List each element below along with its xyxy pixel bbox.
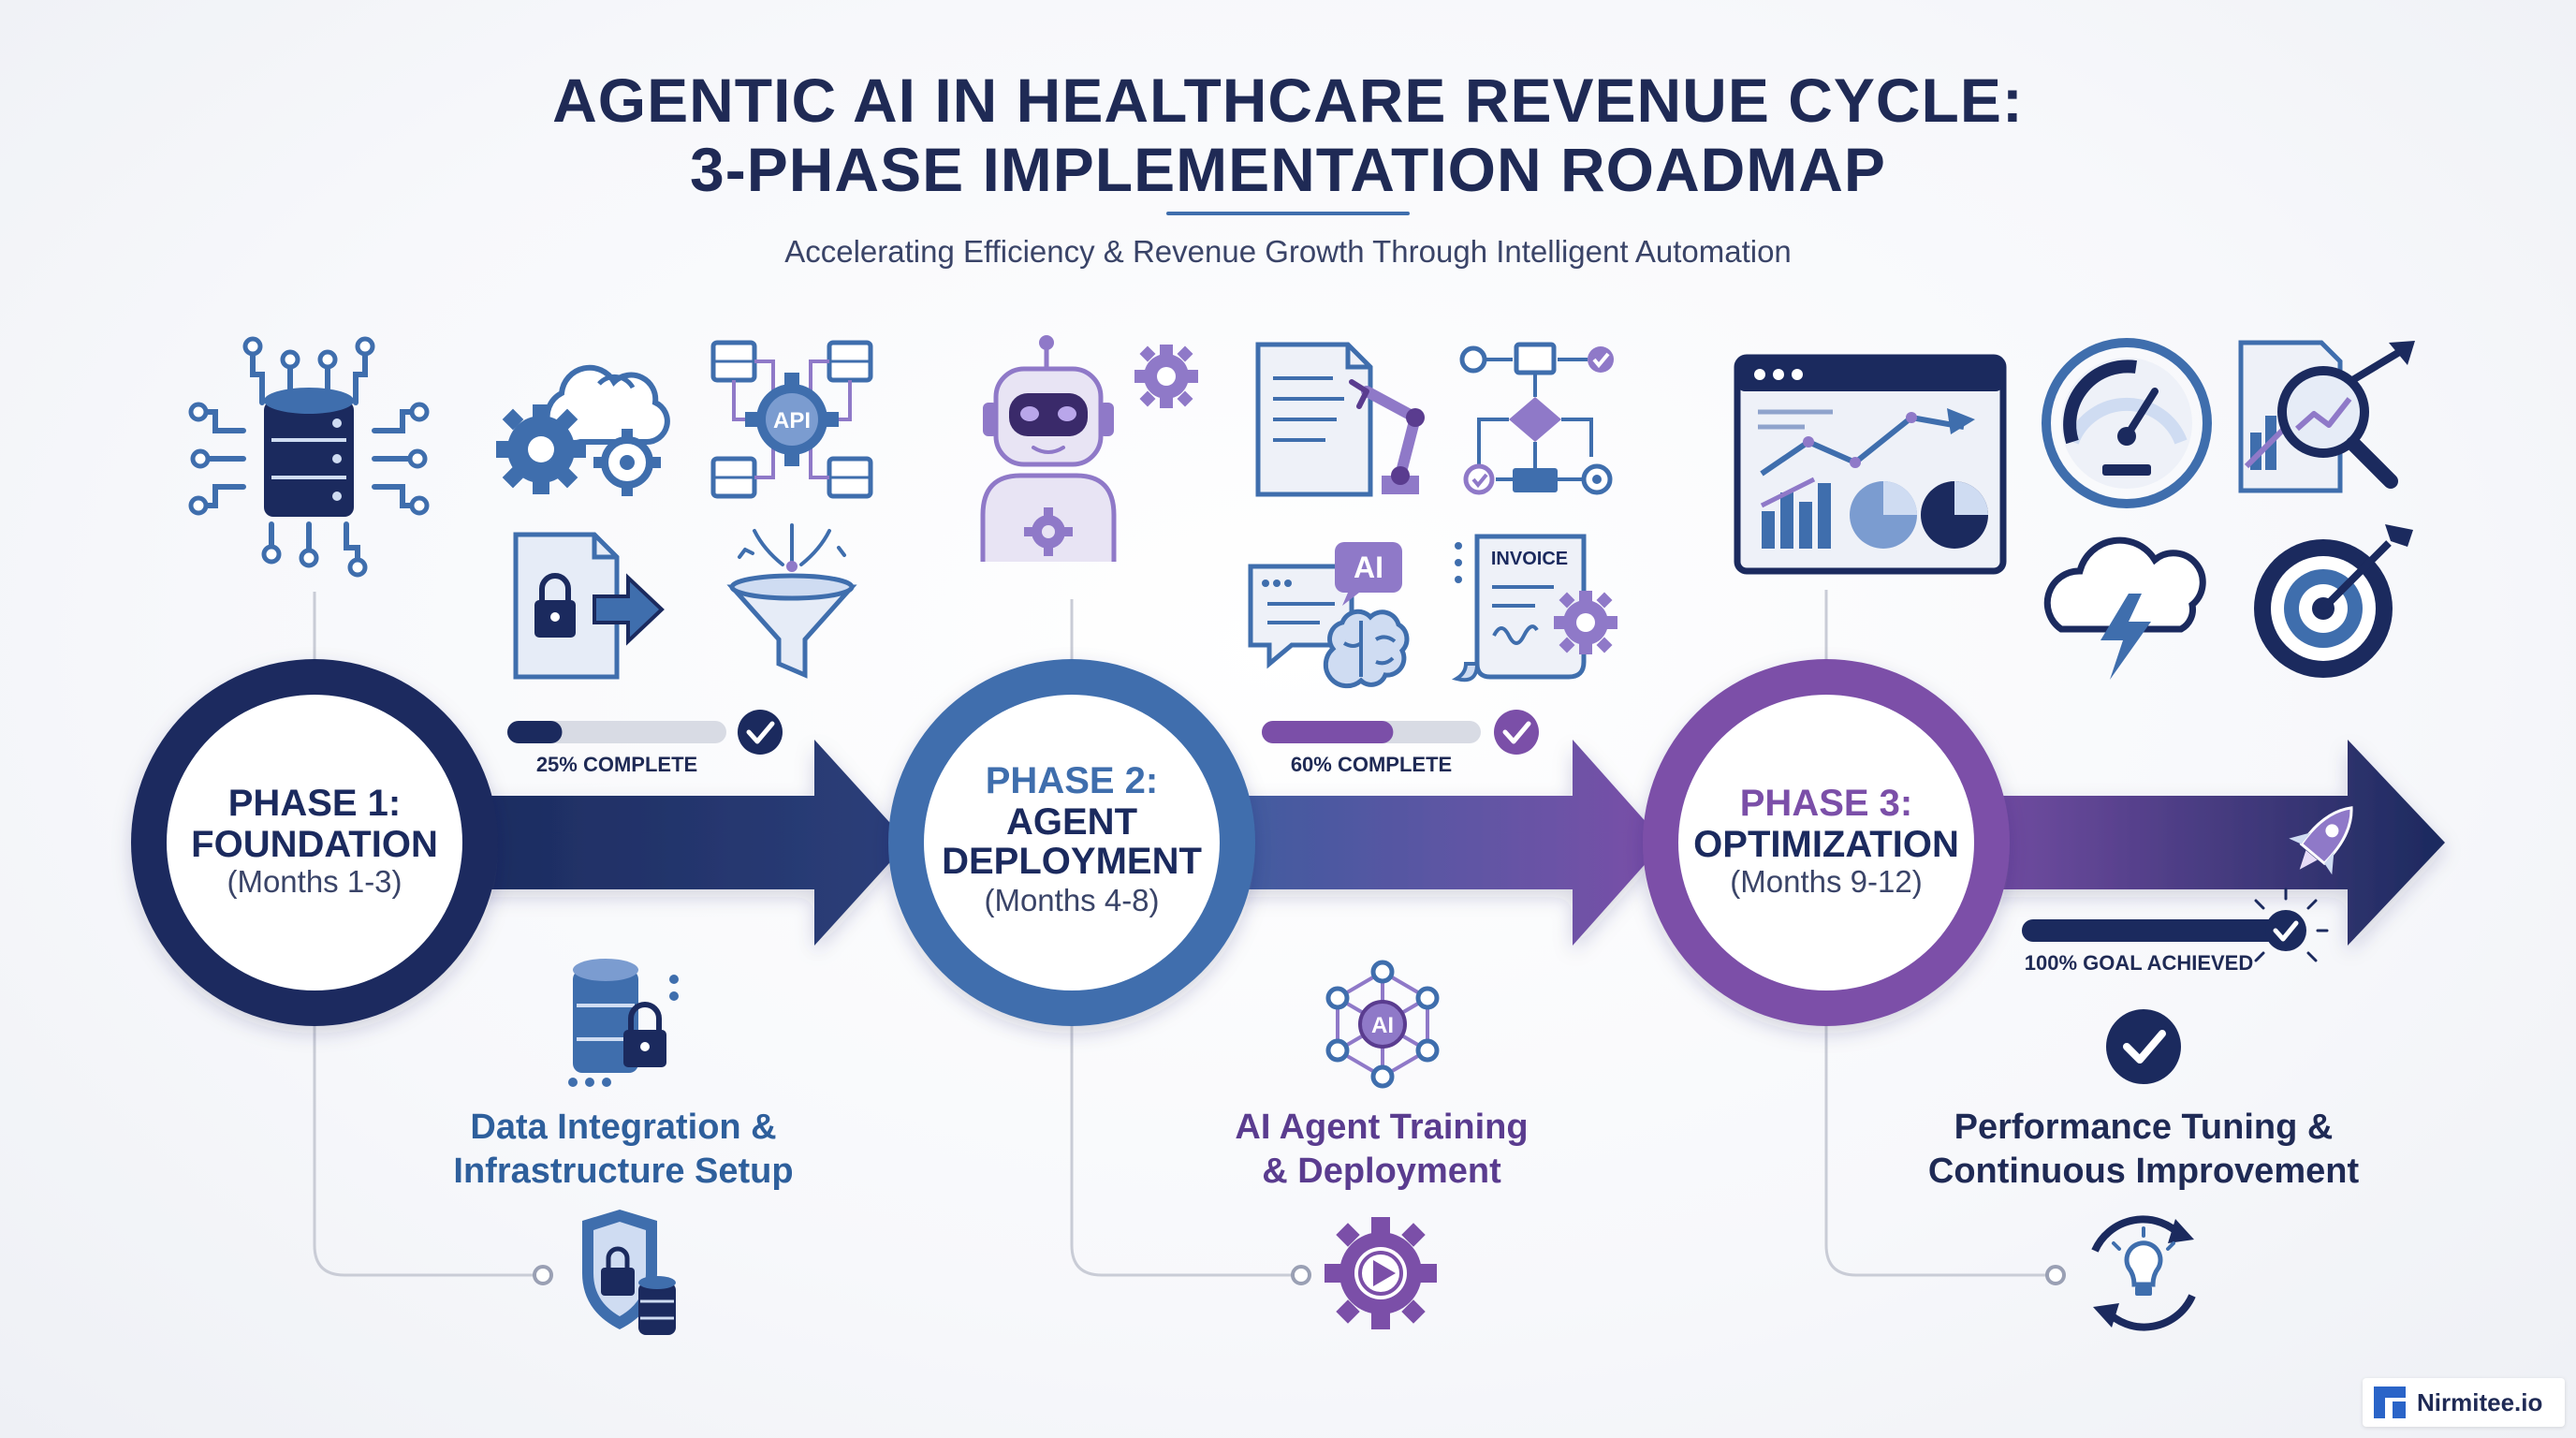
phase-2-label: PHASE 2: (985, 760, 1159, 801)
api-label: API (773, 408, 811, 433)
cloud-gears-icon (496, 364, 670, 496)
phase-3-name: OPTIMIZATION (1693, 824, 1959, 865)
secure-document-transfer-icon (513, 532, 665, 680)
speedometer-icon (2042, 338, 2212, 508)
phase-3-months: (Months 9-12) (1730, 864, 1923, 899)
rocket-icon (2289, 806, 2353, 875)
title-divider (1166, 212, 1410, 215)
phase-2-progress-label: 60% COMPLETE (1290, 753, 1453, 776)
phase-1-progress-label: 25% COMPLETE (535, 753, 698, 776)
invoice-label: INVOICE (1491, 549, 1568, 569)
phase-2-name-line-2: DEPLOYMENT (942, 841, 1202, 882)
arrow-phase-3 (1947, 740, 2445, 946)
phase-1-caption-line-2: Infrastructure Setup (453, 1152, 794, 1191)
phase-1-caption-line-1: Data Integration & (470, 1108, 777, 1147)
gear-play-icon (1325, 1217, 1437, 1329)
page-subtitle: Accelerating Efficiency & Revenue Growth… (784, 234, 1792, 269)
ai-network-label: AI (1371, 1013, 1394, 1038)
phase-2-name-line-1: AGENT (1006, 801, 1137, 843)
connector-dots (533, 1265, 2066, 1285)
phase-3-caption-line-2: Continuous Improvement (1927, 1152, 2360, 1191)
ai-network-icon: AI (1325, 960, 1440, 1089)
shield-database-icon (582, 1210, 676, 1335)
brand-badge[interactable]: Nirmitee.io (2363, 1378, 2565, 1427)
data-funnel-icon (726, 523, 857, 679)
checkmark-icon (2254, 888, 2329, 962)
ai-chat-brain-icon: AI (1248, 542, 1410, 689)
arrow-phase-2 (1189, 740, 1664, 946)
database-lock-icon (568, 959, 679, 1087)
ai-chat-label: AI (1354, 550, 1383, 584)
database-network-icon (188, 336, 430, 578)
workflow-flowchart-icon (1459, 342, 1614, 495)
chart-magnifier-icon (2238, 340, 2415, 493)
phase-2-circle (888, 659, 1255, 1026)
target-bullseye-icon (2254, 524, 2413, 678)
brand-logo-icon (2374, 1387, 2406, 1418)
phase-1-circle (131, 659, 498, 1026)
phase-1-months: (Months 1-3) (227, 864, 402, 899)
document-robot-arm-icon (1255, 342, 1425, 497)
connector-lines (313, 590, 2054, 1277)
checkmark-icon (1494, 710, 1539, 755)
phase-3-label: PHASE 3: (1739, 783, 1913, 824)
page-title-line-1: AGENTIC AI IN HEALTHCARE REVENUE CYCLE: (552, 66, 2024, 135)
phase-3-progress-label: 100% GOAL ACHIEVED (2024, 951, 2254, 975)
timeline-arrows (440, 740, 2445, 946)
progress-bar-phase-1 (507, 710, 783, 755)
robot-agent-icon (980, 335, 1198, 562)
brand-name: Nirmitee.io (2417, 1388, 2543, 1416)
page-title-line-2: 3-PHASE IMPLEMENTATION ROADMAP (690, 135, 1886, 204)
checkmark-circle-icon (2106, 1009, 2181, 1084)
progress-bar-phase-3 (2022, 888, 2329, 962)
phase-2-caption-line-1: AI Agent Training (1235, 1108, 1529, 1147)
phase-1-label: PHASE 1: (227, 783, 402, 824)
analytics-dashboard-icon (1734, 354, 2007, 575)
phase-3-caption-line-1: Performance Tuning & (1954, 1108, 2334, 1147)
api-network-icon: API (710, 340, 873, 499)
arrow-phase-1 (440, 740, 908, 946)
lightbulb-cycle-icon (2091, 1215, 2196, 1331)
invoice-automation-icon: INVOICE (1451, 534, 1617, 682)
cloud-lightning-icon (2043, 536, 2206, 680)
progress-bar-phase-2 (1262, 710, 1539, 755)
phase-2-months: (Months 4-8) (984, 883, 1160, 917)
phase-2-caption-line-2: & Deployment (1262, 1152, 1501, 1191)
phase-3-circle (1643, 659, 2010, 1026)
checkmark-icon (738, 710, 783, 755)
phase-1-name: FOUNDATION (191, 824, 438, 865)
